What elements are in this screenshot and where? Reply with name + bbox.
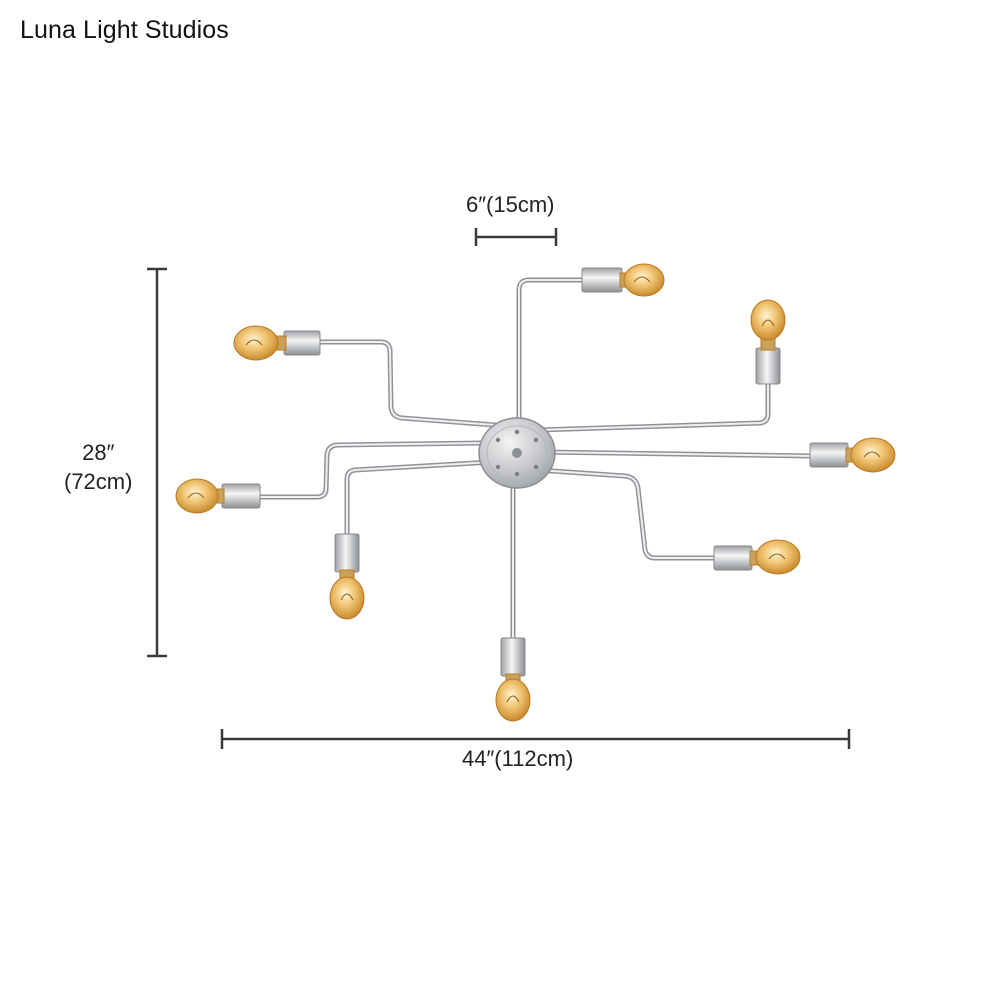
width-dimension-line	[220, 729, 851, 749]
bulb-lower-right	[749, 539, 801, 575]
bulb-lower-left	[329, 569, 365, 620]
width-label: 44″(112cm)	[462, 746, 574, 771]
height-cm-label: (72cm)	[64, 469, 133, 494]
bulb-right	[845, 437, 896, 473]
bulb-sockets	[221, 267, 849, 677]
bulb-left	[175, 478, 225, 514]
brand-name: Luna Light Studios	[20, 16, 229, 44]
fixture-arms	[256, 277, 816, 648]
bulb-top	[619, 263, 665, 297]
height-inches-label: 28″	[82, 440, 115, 465]
dimension-lines	[147, 228, 851, 749]
bulb-upper-left	[233, 325, 287, 361]
bulb-upper-right	[750, 299, 786, 351]
bulb-bottom	[495, 673, 531, 722]
height-label: 28″ (72cm)	[64, 438, 132, 496]
ceiling-canopy-hub	[478, 417, 556, 489]
hub-span-dimension-line	[474, 228, 558, 246]
edison-bulbs	[175, 263, 896, 722]
hub-span-label: 6″(15cm)	[466, 192, 555, 217]
height-dimension-line	[147, 267, 167, 658]
